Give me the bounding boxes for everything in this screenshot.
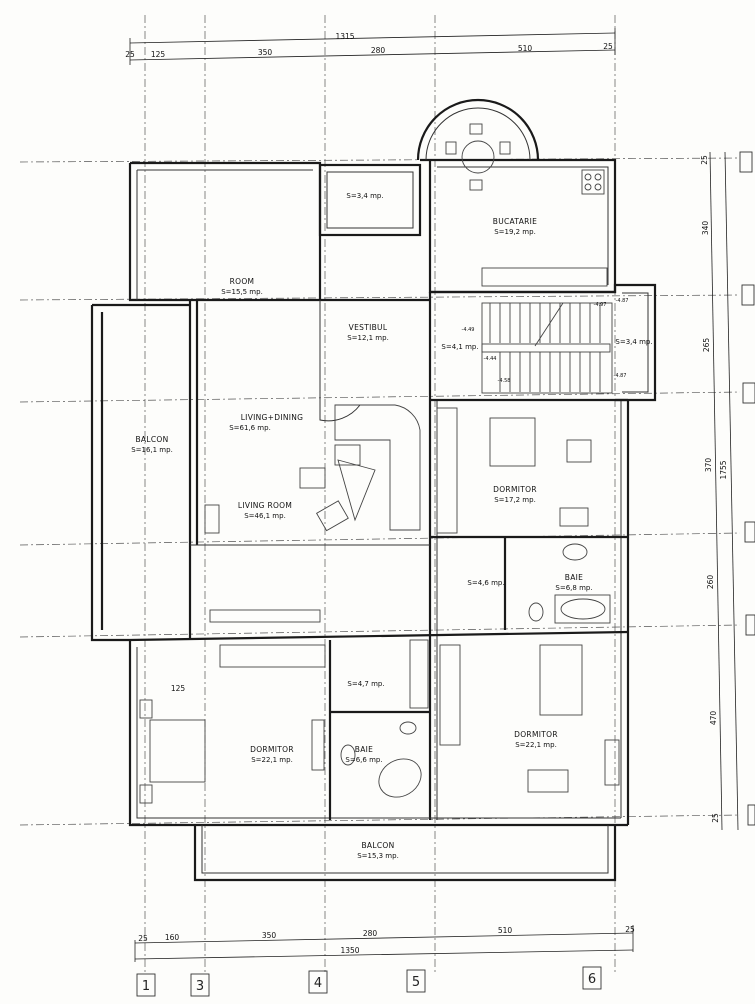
dim-top-4: 280 [371, 46, 386, 55]
room-area: S=15,5 mp. [221, 288, 263, 296]
sink [399, 721, 417, 735]
room-labels: S=3,4 mp. BUCATARIE S=19,2 mp. ROOM S=15… [131, 192, 652, 860]
dim-right-2: 340 [701, 221, 710, 236]
dim-bottom-2: 160 [165, 933, 180, 942]
sink [562, 543, 588, 561]
dim-right-3: 265 [702, 338, 711, 353]
dim-right-4: 370 [704, 458, 713, 473]
living-dining-area: S=61,6 mp. [229, 424, 271, 432]
bath-1-area: S=6,8 mp. [555, 584, 592, 592]
staircase: -4.49 -4.44 -4.58 -4.97 -4.87 -4.87 [462, 298, 629, 394]
living-room-area: S=46,1 mp. [244, 512, 286, 520]
stair-level-2: -4.44 [484, 356, 497, 362]
dim-bottom-1: 25 [138, 934, 148, 943]
hall-mid-area: S=4,6 mp. [467, 579, 504, 587]
bed [539, 644, 583, 716]
vestibule-name: VESTIBUL [349, 323, 388, 332]
dim-top-6: 25 [603, 42, 613, 51]
dim-right-1: 25 [700, 155, 709, 165]
dim-top-2: 125 [151, 50, 166, 59]
balcony-west-name: BALCON [135, 435, 168, 444]
dim-bottom-4: 280 [363, 929, 378, 938]
dim-top-1: 25 [125, 50, 135, 59]
dim-right-7: 25 [711, 813, 720, 823]
bedroom-3-name: DORMITOR [514, 730, 558, 739]
room-name: ROOM [230, 277, 255, 286]
toilet [340, 744, 356, 766]
bed [489, 417, 536, 467]
stair-right-area: S=3,4 mp. [615, 338, 652, 346]
axis-label-3: 3 [196, 979, 204, 994]
bathtub [378, 758, 422, 798]
living-dining-name: LIVING+DINING [241, 413, 304, 422]
kitchen-area: S=19,2 mp. [494, 228, 536, 236]
dim-bottom-total: 1350 [340, 946, 359, 955]
axis-label-1: 1 [142, 979, 150, 994]
axis-label-4: 4 [314, 976, 322, 991]
bedroom-1-area: S=17,2 mp. [494, 496, 536, 504]
dim-top-5: 510 [518, 44, 533, 53]
kitchen-name: BUCATARIE [493, 217, 537, 226]
bottom-dimension-chain: 25 160 350 280 510 25 1350 1 3 4 5 6 [134, 925, 635, 997]
bedroom-1-name: DORMITOR [493, 485, 537, 494]
vestibule-area: S=12,1 mp. [347, 334, 389, 342]
living-room-name: LIVING ROOM [238, 501, 292, 510]
stair-hall-area: S=4,1 mp. [441, 343, 478, 351]
storage-top-area: S=3,4 mp. [346, 192, 383, 200]
balcony-west-area: S=16,1 mp. [131, 446, 173, 454]
dim-bottom-5: 510 [498, 926, 513, 935]
right-dimension-chain: 25 340 265 370 260 470 25 1755 [700, 151, 755, 831]
top-dimension-chain: 25 125 350 280 510 25 1315 [125, 28, 616, 65]
stair-level-3: -4.58 [498, 378, 511, 384]
furniture: -4.49 -4.44 -4.58 -4.97 -4.87 -4.87 [139, 123, 629, 804]
dim-right-5: 260 [706, 575, 715, 590]
kitchen-counter [481, 267, 608, 287]
bedroom-3-area: S=22,1 mp. [515, 741, 557, 749]
bath-1-name: BAIE [565, 573, 583, 582]
grid-axes [19, 15, 741, 975]
dim-bottom-6: 25 [625, 925, 635, 934]
dim-top-3: 350 [258, 48, 273, 57]
balcony-south-name: BALCON [361, 841, 394, 850]
axis-label-5: 5 [412, 975, 420, 990]
hall-low-area: S=4,7 mp. [347, 680, 384, 688]
armchair [299, 467, 326, 489]
bedroom-2-name: DORMITOR [250, 745, 294, 754]
coffee-table [337, 459, 376, 522]
dim-top-total: 1315 [335, 32, 354, 41]
bath-2-name: BAIE [355, 745, 373, 754]
bedroom-2-area: S=22,1 mp. [251, 756, 293, 764]
stair-level-5: -4.87 [616, 298, 629, 304]
dim-right-total: 1755 [719, 460, 728, 479]
stair-level-4: -4.97 [594, 302, 607, 308]
dim-bottom-3: 350 [262, 931, 277, 940]
dining-table [461, 140, 495, 174]
toilet [528, 602, 544, 622]
walls [90, 98, 657, 882]
stair-level-1: -4.49 [462, 327, 475, 333]
stove [581, 169, 605, 195]
dim-inner-125: 125 [171, 684, 186, 693]
dim-right-6: 470 [709, 711, 718, 726]
balcony-south-area: S=15,3 mp. [357, 852, 399, 860]
sofa [334, 404, 421, 531]
bathtub [554, 594, 611, 624]
axis-label-6: 6 [588, 972, 596, 987]
bed [149, 719, 206, 783]
bath-2-area: S=6,6 mp. [345, 756, 382, 764]
stair-level-6: -4.87 [614, 373, 627, 379]
